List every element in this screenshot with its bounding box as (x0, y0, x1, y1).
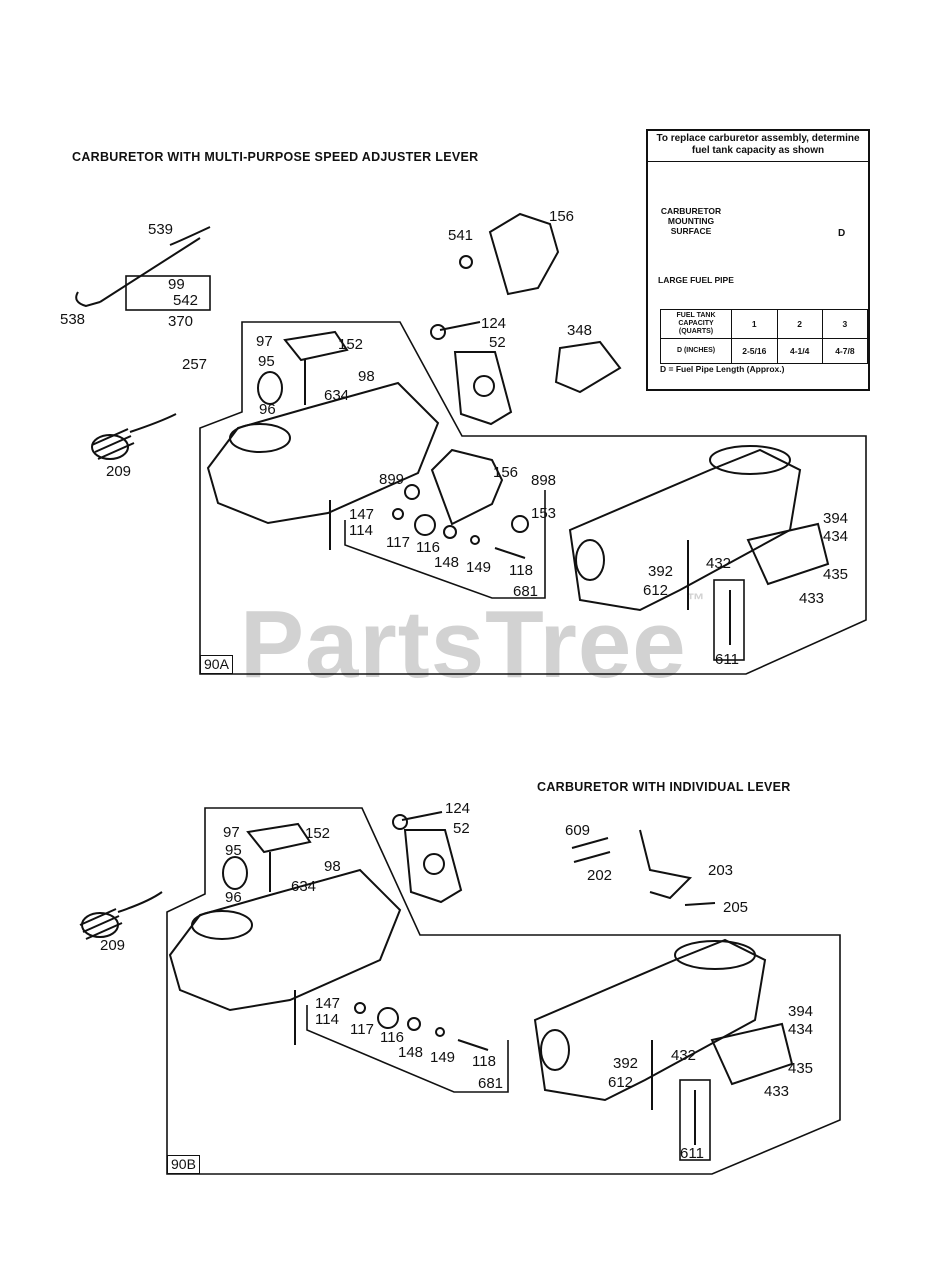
inches-cell: 2-5/16 (731, 338, 778, 364)
part-label: 96 (225, 889, 242, 906)
part-label: 433 (799, 590, 825, 607)
inches-row-header: D (INCHES) (659, 338, 733, 364)
large-fuel-pipe-label: LARGE FUEL PIPE (658, 275, 734, 285)
fuel-tank-info-box: To replace carburetor assembly, determin… (646, 129, 870, 391)
part-label: 612 (643, 582, 669, 599)
part-label: 149 (466, 559, 492, 576)
part-label: 541 (448, 227, 474, 244)
figure-label-90a: 90A (200, 655, 233, 674)
part-label: 392 (613, 1055, 639, 1072)
frame-90b (166, 807, 841, 1175)
part-label: 156 (493, 464, 519, 481)
part-label: 124 (445, 800, 471, 817)
part-label: 118 (509, 562, 533, 579)
inches-cell: 4-7/8 (821, 338, 869, 364)
part-label: 435 (788, 1060, 814, 1077)
part-label: 434 (788, 1021, 814, 1038)
part-label: 394 (788, 1003, 814, 1020)
part-label: 209 (106, 463, 132, 480)
part-label: 148 (398, 1044, 424, 1061)
part-label: 257 (182, 356, 208, 373)
part-label: 152 (305, 825, 331, 842)
part-label: 147 (315, 995, 341, 1012)
part-label: 118 (472, 1053, 496, 1070)
frame-90a (199, 321, 867, 675)
dimension-d-label: D (838, 228, 846, 239)
section-a-title: CARBURETOR WITH MULTI-PURPOSE SPEED ADJU… (72, 150, 479, 164)
part-label: 114 (349, 522, 373, 539)
part-label: 147 (349, 506, 375, 523)
part-label: 117 (386, 534, 410, 551)
part-label: 148 (434, 554, 460, 571)
part-label: 124 (481, 315, 507, 332)
part-label: 114 (315, 1011, 339, 1028)
part-label: 611 (680, 1145, 704, 1162)
part-label: 52 (489, 334, 506, 351)
part-label: 153 (531, 505, 557, 522)
mounting-surface-label: CARBURETOR MOUNTING SURFACE (660, 206, 722, 236)
part-label: 898 (531, 472, 557, 489)
capacity-col-header: FUEL TANK CAPACITY (QUARTS) (659, 309, 733, 339)
pipe-length-note: D = Fuel Pipe Length (Approx.) (660, 364, 785, 374)
part-label: 394 (823, 510, 849, 527)
quarts-cell: 2 (776, 309, 823, 339)
part-label: 156 (549, 208, 575, 225)
part-label: 434 (823, 528, 849, 545)
section-b-title: CARBURETOR WITH INDIVIDUAL LEVER (537, 780, 791, 794)
figure-label-90b: 90B (167, 1155, 200, 1174)
part-label: 538 (60, 311, 86, 328)
part-label: 433 (764, 1083, 790, 1100)
part-label: 98 (324, 858, 341, 875)
part-label: 116 (380, 1029, 404, 1046)
part-label: 432 (671, 1047, 697, 1064)
part-label: 152 (338, 336, 364, 353)
part-label: 435 (823, 566, 849, 583)
part-label: 539 (148, 221, 174, 238)
part-label: 205 (723, 899, 749, 916)
quarts-cell: 3 (821, 309, 869, 339)
inches-cell: 4-1/4 (776, 338, 823, 364)
part-label: 432 (706, 555, 732, 572)
part-label: 95 (225, 842, 242, 859)
part-label: 348 (567, 322, 593, 339)
part-label: 612 (608, 1074, 634, 1091)
part-label: 52 (453, 820, 470, 837)
watermark: PartsTree™ (240, 590, 706, 698)
part-label: 202 (587, 867, 613, 884)
part-label: 542 (173, 292, 199, 309)
part-label: 209 (100, 937, 126, 954)
part-label: 149 (430, 1049, 456, 1066)
part-label: 97 (256, 333, 273, 350)
part-label: 634 (324, 387, 350, 404)
part-label: 98 (358, 368, 375, 385)
part-label: 392 (648, 563, 674, 580)
part-label: 99 (168, 276, 185, 293)
part-label: 899 (379, 471, 405, 488)
part-label: 370 (168, 313, 194, 330)
part-label: 96 (259, 401, 276, 418)
capacity-table: FUEL TANK CAPACITY (QUARTS) 1 2 3 D (INC… (659, 309, 869, 364)
part-label: 609 (565, 822, 591, 839)
part-label: 681 (513, 583, 539, 600)
part-label: 681 (478, 1075, 504, 1092)
part-label: 117 (350, 1021, 374, 1038)
part-label: 611 (715, 651, 739, 668)
quarts-cell: 1 (731, 309, 778, 339)
part-label: 95 (258, 353, 275, 370)
part-label: 203 (708, 862, 734, 879)
part-label: 116 (416, 539, 440, 556)
part-label: 97 (223, 824, 240, 841)
info-heading: To replace carburetor assembly, determin… (648, 131, 868, 162)
part-label: 634 (291, 878, 317, 895)
